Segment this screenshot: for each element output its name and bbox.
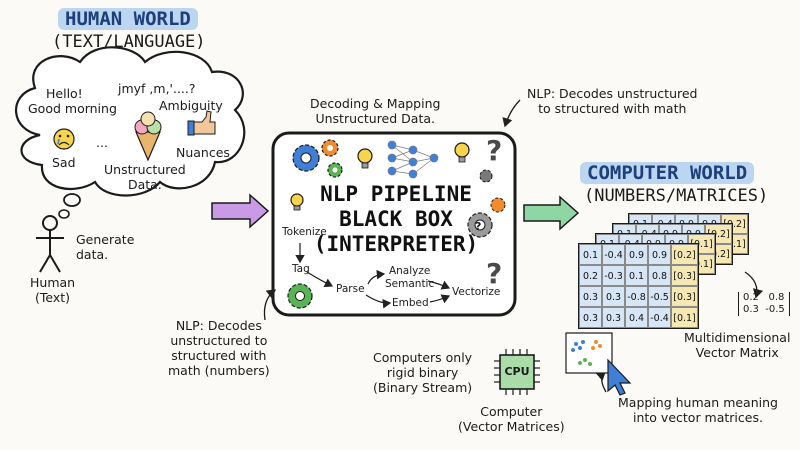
cloud-word-unstructured-data: Unstructured Data.: [104, 162, 186, 192]
cloud-word-hello: Hello!: [46, 86, 83, 101]
cloud-word-ellipsis: ...: [96, 135, 108, 150]
cpu-chip-icon: [494, 349, 540, 395]
cloud-word-ambiguity: Ambiguity: [159, 98, 223, 113]
matrix-cell: -0.4: [648, 307, 671, 328]
step-analyze-semantic: Analyze Semantic: [385, 265, 435, 290]
human-world-header: HUMAN WORLD: [58, 8, 198, 30]
cloud-bubble-small: [58, 209, 70, 219]
matrix-cell: -0.4: [602, 244, 625, 265]
question-mark-icon: ?: [486, 134, 502, 167]
step-tokenize: Tokenize: [282, 226, 327, 238]
human-world-subtitle: (TEXT/LANGUAGE): [52, 32, 206, 52]
gear-icon: [321, 139, 339, 157]
human-label: Human (Text): [30, 275, 76, 305]
matrix-cell: -0.5: [648, 286, 671, 307]
step-parse: Parse: [336, 283, 365, 295]
cloud-word-nuances: Nuances: [176, 145, 230, 160]
gear-icon: [287, 283, 313, 309]
gear-icon: [327, 162, 343, 178]
cpu-chip-label: CPU: [504, 365, 530, 378]
small-matrix-cell: 0.3: [743, 304, 759, 315]
cloud-word-sad: Sad: [52, 155, 76, 170]
binary-note: Computers only rigid binary (Binary Stre…: [373, 350, 473, 395]
step-embed: Embed: [392, 297, 429, 309]
small-matrix-cell: 0.8: [768, 292, 785, 303]
human-world-title: HUMAN WORLD: [58, 8, 198, 30]
question-mark-icon: ?: [475, 220, 481, 233]
pipeline-title: NLP PIPELINE BLACK BOX (INTERPRETER): [313, 182, 479, 256]
matrix-cell: 0.9: [648, 244, 671, 265]
matrix-cell: 0.8: [648, 265, 671, 286]
matrix-cell: -0.8: [625, 286, 648, 307]
pipeline-flow-arrows: [295, 243, 451, 309]
matrix-cell: 0.3: [579, 286, 602, 307]
computer-label: Computer (Vector Matrices): [458, 404, 565, 434]
output-arrow-icon: [523, 195, 580, 231]
step-tag: Tag: [292, 263, 310, 275]
matrix-cell: [0.1]: [671, 307, 698, 328]
gear-icon: [467, 212, 493, 238]
step-vectorize: Vectorize: [452, 286, 501, 298]
lightbulb-icon: [290, 193, 304, 211]
cloud-word-good-morning: Good morning: [28, 101, 117, 116]
matrix-cell: 0.3: [602, 286, 625, 307]
small-matrix-cell: 0.2: [743, 292, 759, 303]
matrix-cell: 0.3: [579, 307, 602, 328]
matrix-label: Multidimensional Vector Matrix: [684, 330, 791, 360]
matrix-cell: 0.4: [625, 307, 648, 328]
ice-cream-icon: [134, 111, 162, 162]
pipeline-top-right-note: NLP: Decodes unstructured to structured …: [527, 86, 698, 116]
small-matrix-cell: -0.5: [765, 304, 785, 315]
matrix-cell: 0.1: [579, 244, 602, 265]
small-vector-matrix: 0.2 0.8 0.3 -0.5: [738, 292, 790, 316]
human-stick-figure-icon: [36, 215, 64, 273]
matrix-cell: 0.9: [625, 244, 648, 265]
cursor-icon: [607, 358, 632, 396]
computer-world-header: COMPUTER WORLD: [580, 162, 755, 184]
matrix-cell: -0.3: [602, 265, 625, 286]
computer-world-subtitle: (NUMBERS/MATRICES): [584, 186, 769, 206]
lightbulb-icon: [357, 148, 373, 169]
mapping-note: Mapping human meaning into vector matric…: [618, 395, 778, 425]
pipeline-box: [271, 131, 517, 317]
question-mark-icon: ?: [486, 257, 502, 290]
neural-network-icon: [387, 140, 439, 179]
gear-icon: [490, 197, 506, 213]
input-arrow-icon: [211, 193, 270, 229]
lightbulb-icon: [454, 142, 470, 163]
thought-cloud: [15, 46, 246, 219]
matrix-cell: [0.2]: [671, 244, 698, 265]
sad-face-icon: [53, 128, 75, 150]
thumbs-up-icon: [187, 110, 216, 136]
computer-world-title: COMPUTER WORLD: [580, 162, 755, 184]
gear-icon: [292, 144, 320, 172]
vector-scatter-plot-icon: [565, 332, 613, 374]
pipeline-header-note: Decoding & Mapping Unstructured Data.: [310, 96, 441, 126]
cloud-bubble-large: [63, 193, 81, 207]
matrix-cell: [0.3]: [671, 265, 698, 286]
gear-icon: [479, 169, 493, 183]
pipeline-bottom-left-note: NLP: Decodes unstructured to structured …: [168, 318, 270, 378]
cloud-word-gibberish: jmyf ,m,'....?: [118, 81, 196, 96]
matrix-cell: [0.3]: [671, 286, 698, 307]
generate-data-note: Generate data.: [76, 232, 135, 262]
matrix-cell: 0.3: [602, 307, 625, 328]
matrix-cell: 0.1: [625, 265, 648, 286]
matrix-cell: 0.2: [579, 265, 602, 286]
